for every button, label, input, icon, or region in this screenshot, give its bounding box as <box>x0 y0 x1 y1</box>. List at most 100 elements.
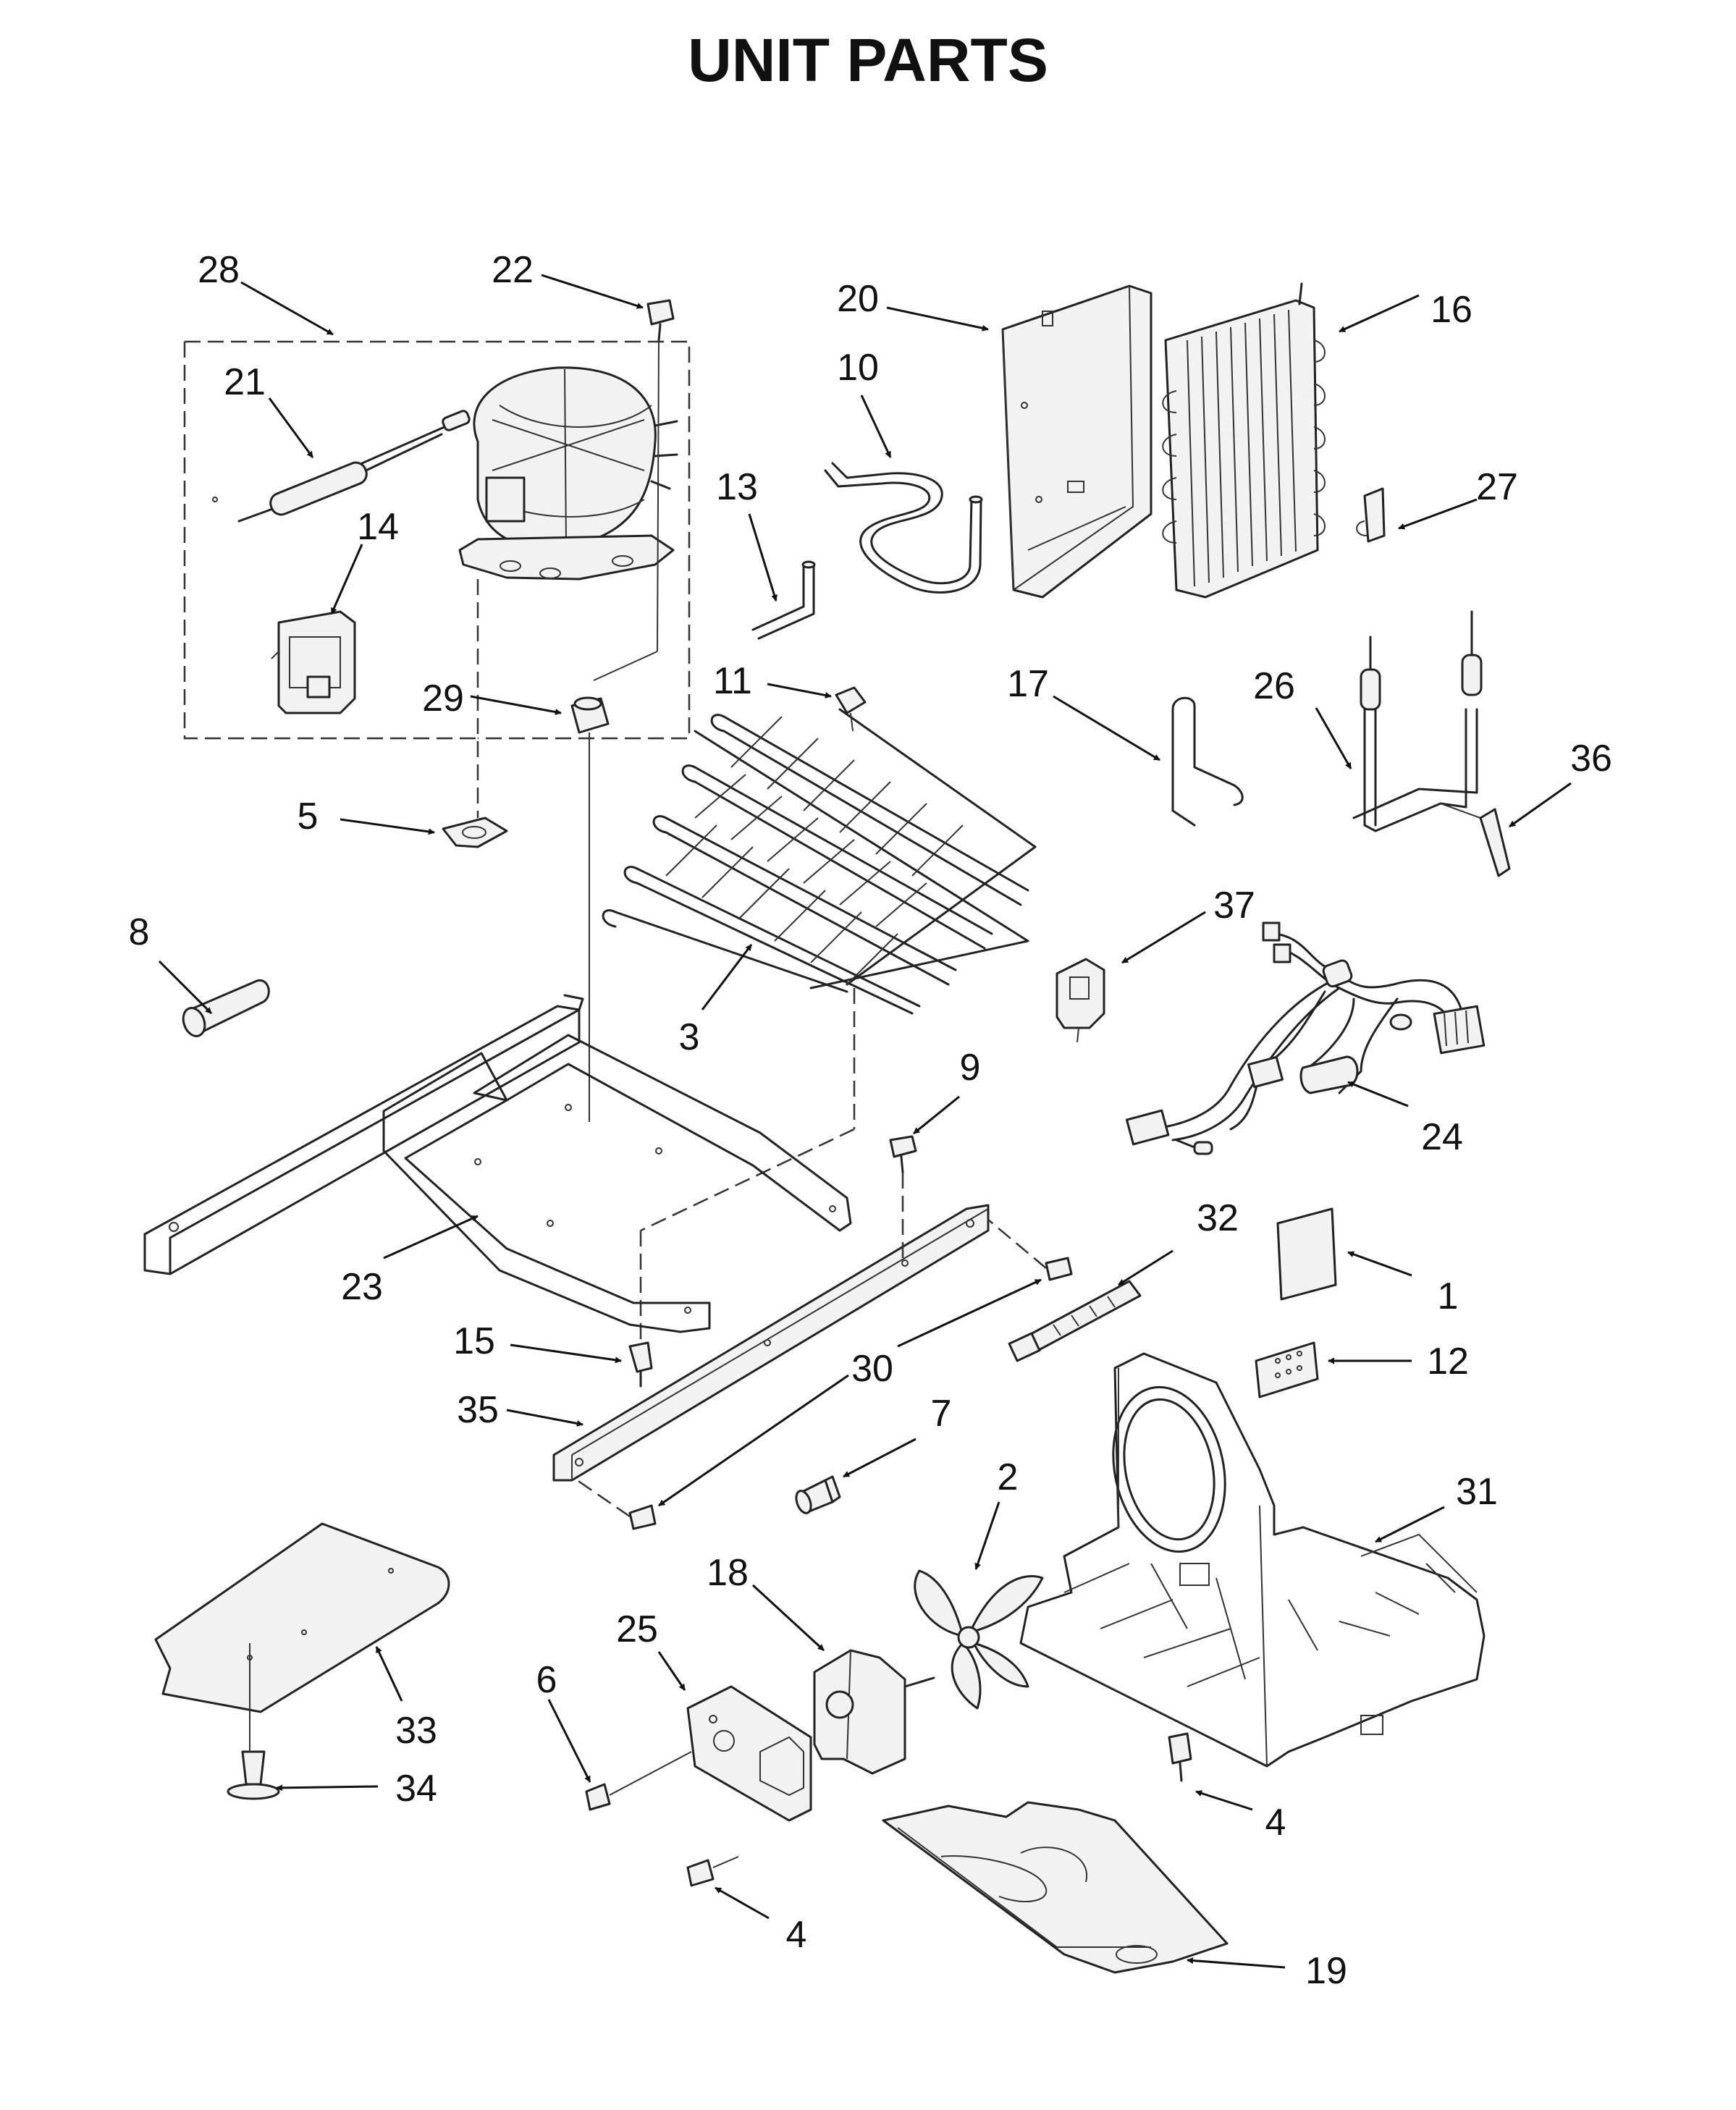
shroud-base-part <box>1019 1352 1486 1768</box>
callout-25: 25 <box>616 1608 658 1650</box>
callout-34: 34 <box>395 1768 437 1810</box>
fastener-34-part <box>227 1643 280 1800</box>
callout-23: 23 <box>341 1266 383 1308</box>
callout-3: 3 <box>679 1016 700 1058</box>
leader-1 <box>1347 1251 1412 1277</box>
leader-23 <box>383 1215 479 1259</box>
leader-33 <box>375 1646 403 1702</box>
callout-19: 19 <box>1305 1950 1347 1992</box>
leader-20 <box>886 306 989 332</box>
screw-4-right-part <box>1168 1732 1192 1782</box>
leader-28 <box>240 281 334 336</box>
fan-motor-part <box>813 1649 935 1775</box>
leader-2 <box>974 1501 1000 1570</box>
callout-37: 37 <box>1213 885 1255 927</box>
callout-17: 17 <box>1007 663 1049 705</box>
screw-22-part <box>593 299 675 681</box>
callout-11: 11 <box>713 660 752 702</box>
callout-7: 7 <box>931 1393 952 1435</box>
leader-13 <box>748 513 778 602</box>
callout-15: 15 <box>453 1320 495 1362</box>
tape-part <box>1276 1207 1337 1301</box>
callout-leaders <box>158 274 1572 1969</box>
leader-29 <box>470 695 562 715</box>
callout-32: 32 <box>1197 1197 1239 1239</box>
tube-10-part <box>824 462 983 594</box>
tubing-26-part <box>1352 610 1483 832</box>
wiring-harness-part <box>1125 921 1486 1155</box>
leader-32 <box>1118 1249 1174 1286</box>
condenser-coil-part <box>602 708 1037 1339</box>
callout-1: 1 <box>1438 1275 1459 1317</box>
wire-hanger-part <box>1171 696 1244 827</box>
callout-4-right: 4 <box>1265 1802 1286 1844</box>
drier-part <box>212 410 471 523</box>
leader-16 <box>1339 294 1420 333</box>
leader-10 <box>860 394 892 458</box>
callout-21: 21 <box>224 361 266 403</box>
callout-22: 22 <box>492 249 534 291</box>
screw-9-part <box>889 1135 917 1263</box>
leader-26 <box>1315 707 1352 769</box>
callout-18: 18 <box>707 1552 749 1594</box>
callout-27: 27 <box>1476 466 1518 508</box>
leader-11 <box>767 683 832 699</box>
leader-35 <box>506 1409 583 1427</box>
insulation-pad-part <box>154 1522 450 1713</box>
screw-30b-part <box>571 1475 657 1530</box>
grommet-part <box>570 696 610 1122</box>
start-device-part <box>271 610 356 714</box>
leader-37 <box>1121 911 1206 964</box>
callout-20: 20 <box>837 278 879 320</box>
callout-16: 16 <box>1430 289 1472 331</box>
compressor-part <box>458 366 678 581</box>
screw-15-part <box>628 1341 653 1388</box>
callout-35: 35 <box>457 1389 499 1431</box>
leader-4-bottom <box>715 1886 770 1920</box>
motor-bracket-part <box>686 1685 812 1822</box>
leader-36 <box>1509 782 1572 828</box>
leader-25 <box>657 1651 686 1691</box>
bracket-11-part <box>835 686 867 732</box>
leader-24 <box>1347 1081 1409 1107</box>
callout-30: 30 <box>851 1348 893 1390</box>
leader-21 <box>268 397 314 458</box>
callout-26: 26 <box>1253 665 1295 707</box>
base-rail-assembly-part <box>143 994 852 1333</box>
fan-blade-part <box>914 1569 1044 1710</box>
drain-pan-part <box>882 1801 1229 1974</box>
leader-14 <box>330 544 363 615</box>
leader-5 <box>340 818 435 835</box>
tube-13-part <box>751 560 816 640</box>
leader-15 <box>510 1343 622 1364</box>
screw-6-part <box>585 1751 692 1811</box>
callout-33: 33 <box>395 1710 437 1752</box>
screw-4-bottom-part <box>686 1856 739 1887</box>
callout-10: 10 <box>837 347 879 389</box>
leader-8 <box>158 960 213 1015</box>
callout-4-bottom: 4 <box>786 1914 807 1956</box>
callout-6: 6 <box>536 1659 557 1701</box>
leader-17 <box>1053 695 1160 761</box>
callout-2: 2 <box>998 1456 1019 1498</box>
front-rail-part <box>552 1204 990 1482</box>
callout-13: 13 <box>716 466 758 508</box>
board-12-part <box>1255 1341 1319 1398</box>
clip-37-part <box>1055 958 1105 1043</box>
cable-tie-part <box>1008 1280 1142 1362</box>
condenser-part <box>1162 282 1326 599</box>
leader-22 <box>541 274 644 309</box>
leader-31 <box>1375 1506 1445 1543</box>
leader-7 <box>843 1438 917 1478</box>
callout-24: 24 <box>1421 1116 1463 1158</box>
clip-part <box>442 816 508 848</box>
tube-part <box>182 979 270 1037</box>
leader-30-top <box>897 1278 1042 1348</box>
callout-28: 28 <box>198 249 240 291</box>
leader-30-bottom <box>658 1374 849 1507</box>
callout-5: 5 <box>298 796 319 837</box>
leader-9 <box>913 1095 960 1135</box>
leader-19 <box>1187 1957 1286 1969</box>
leader-6 <box>547 1699 591 1783</box>
